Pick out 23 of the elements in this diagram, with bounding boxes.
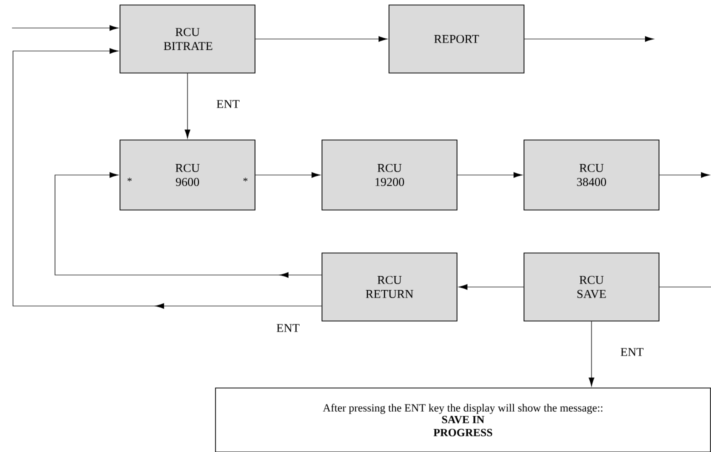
arrow (524, 36, 654, 42)
arrow (659, 172, 710, 178)
arrow (54, 172, 322, 278)
arrow (12, 48, 322, 309)
arrow (458, 284, 524, 290)
arrow (255, 172, 320, 178)
arrow (255, 36, 388, 42)
asterisk: * (243, 178, 248, 182)
arrow (588, 321, 594, 386)
arrow (12, 25, 118, 31)
asterisk: * (128, 178, 132, 182)
process-box: RCU RETURN (322, 252, 458, 322)
process-box: RCU 19200 (322, 140, 458, 210)
edge-label: ENT (215, 99, 241, 109)
process-box: RCU BITRATE (120, 4, 256, 74)
process-box: RCU 38400 (524, 140, 660, 210)
arrow (184, 73, 190, 138)
process-box: RCU SAVE (524, 252, 660, 322)
edge-label: ENT (619, 347, 645, 357)
edge-label: ENT (275, 323, 301, 333)
process-box: REPORT (388, 4, 524, 74)
message-box: After pressing the ENT key the display will show the message:: SAVE IN PROGRESS (215, 388, 711, 452)
arrow (457, 172, 522, 178)
